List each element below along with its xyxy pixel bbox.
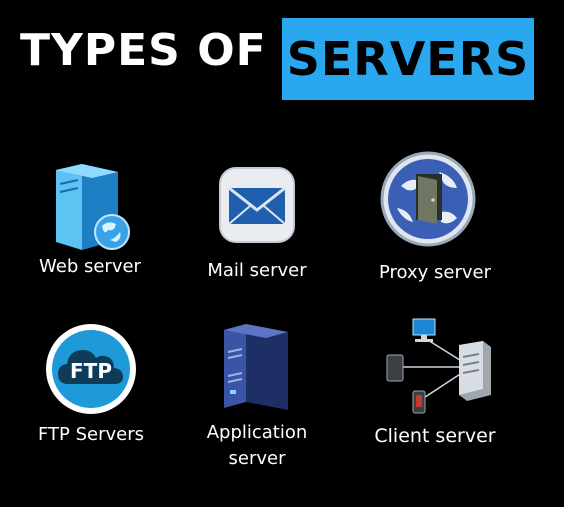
proxy-server-label: Proxy server xyxy=(378,262,491,283)
title-types-of: TYPES OF xyxy=(20,25,267,76)
client-server-item: Client server xyxy=(365,315,505,455)
client-server-network-icon xyxy=(386,318,491,414)
application-server-item: Application server xyxy=(196,318,318,478)
web-server-label: Web server xyxy=(39,256,141,277)
ftp-servers-item: FTP FTP Servers xyxy=(28,322,154,452)
mail-envelope-icon xyxy=(219,167,295,243)
title-highlight-box: SERVERS xyxy=(282,18,534,100)
application-server-label-line2: server xyxy=(228,448,286,469)
proxy-globe-door-icon xyxy=(380,151,476,247)
web-server-item: Web server xyxy=(30,160,150,285)
ftp-cloud-icon: FTP xyxy=(46,324,136,414)
application-server-label-line1: Application xyxy=(206,422,308,443)
mail-server-label: Mail server xyxy=(207,260,307,281)
application-server-rack-icon xyxy=(224,324,288,410)
mail-server-item: Mail server xyxy=(192,160,322,285)
web-server-icon xyxy=(56,164,130,250)
ftp-icon-text: FTP xyxy=(70,359,112,383)
ftp-servers-label: FTP Servers xyxy=(37,424,144,445)
client-server-label: Client server xyxy=(374,425,496,447)
proxy-server-item: Proxy server xyxy=(365,150,505,290)
